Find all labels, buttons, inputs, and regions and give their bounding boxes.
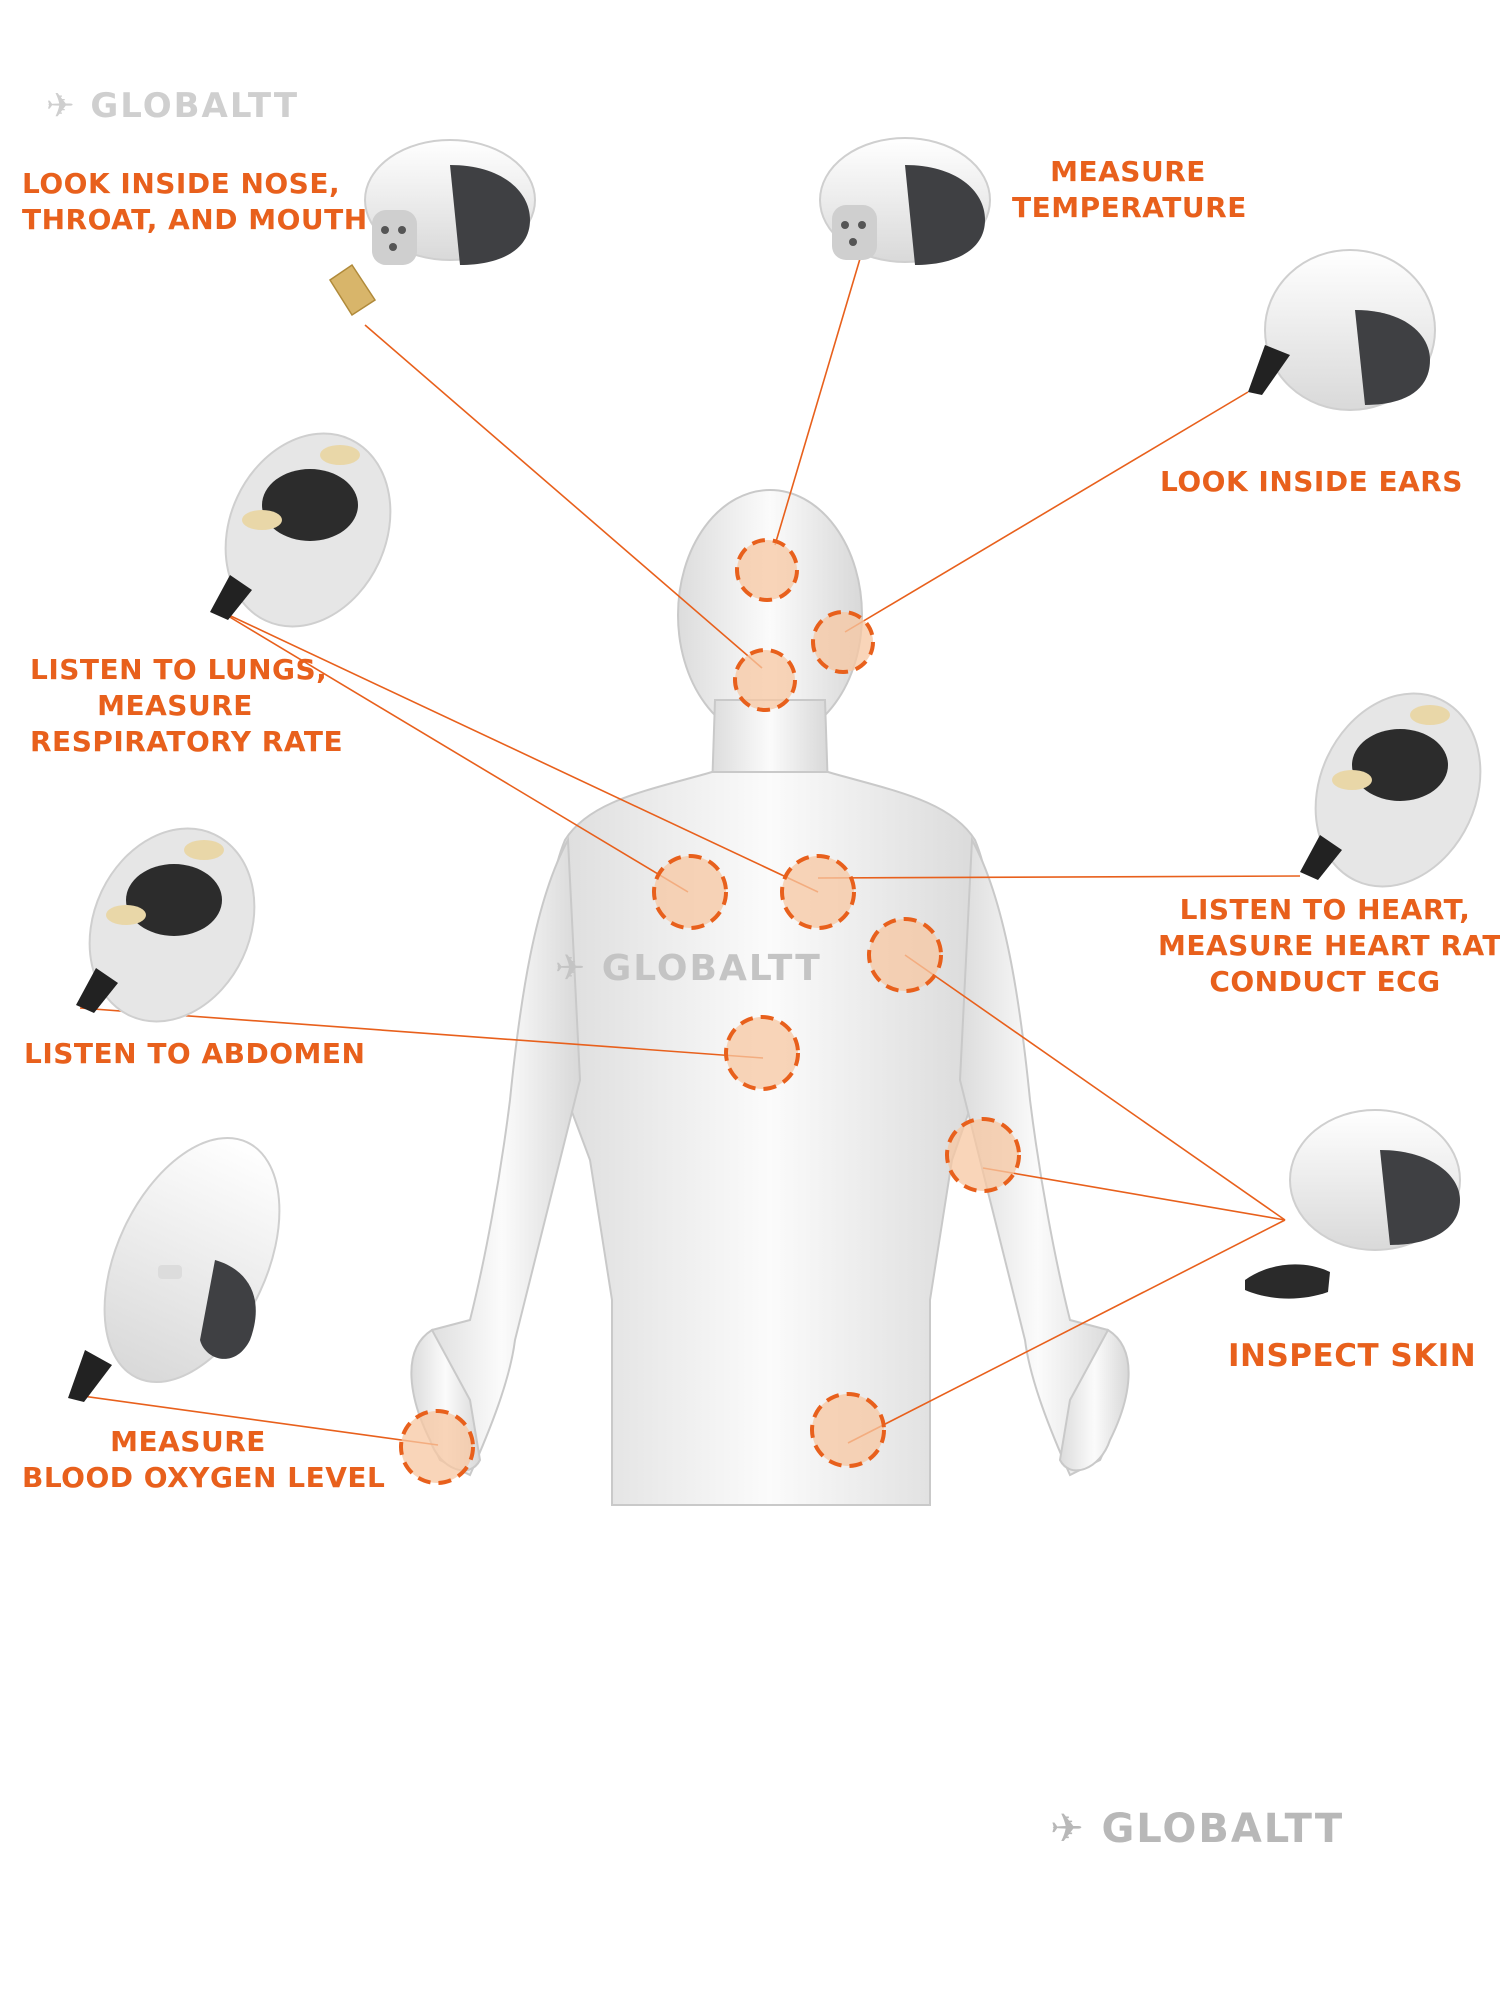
marker-mouth [733, 648, 797, 712]
marker-hand [810, 1392, 886, 1468]
torso [546, 771, 994, 1506]
globe-satellite-icon: ✈ [46, 86, 77, 126]
watermark-bottom-right: ✈ GLOBALTT [1050, 1806, 1344, 1852]
line-nose [364, 324, 763, 669]
device-lungs [210, 432, 392, 628]
watermark-text: GLOBALTT [601, 948, 822, 989]
device-oxygen [68, 1136, 281, 1402]
watermark-top-left: ✈ GLOBALTT [46, 86, 299, 126]
exam-point-markers [399, 538, 1021, 1485]
line-ears [844, 391, 1249, 633]
line-oxygen [74, 1394, 439, 1446]
marker-finger [399, 1409, 475, 1485]
marker-shoulder [867, 917, 943, 993]
watermark-center: ✈ GLOBALTT [555, 948, 822, 989]
device-abdomen [76, 827, 256, 1023]
line-lungs-a [217, 609, 689, 893]
marker-ear [811, 610, 875, 674]
label-blood-oxygen: MEASURE BLOOD OXYGEN LEVEL [22, 1425, 386, 1494]
line-skin-c [847, 1219, 1286, 1444]
line-temperature [774, 251, 863, 546]
globe-satellite-icon: ✈ [555, 948, 588, 989]
line-skin-a [904, 954, 1286, 1221]
marker-heart [780, 854, 856, 930]
label-nose-throat-mouth: LOOK INSIDE NOSE, THROAT, AND MOUTH [22, 167, 368, 236]
label-skin: INSPECT SKIN [1228, 1338, 1477, 1374]
device-skin [1245, 1109, 1461, 1299]
globe-satellite-icon: ✈ [1050, 1806, 1086, 1852]
device-temperature [819, 137, 991, 265]
human-body-figure [410, 489, 1130, 1506]
line-skin-b [982, 1167, 1286, 1221]
marker-lung [652, 854, 728, 930]
device-ear [1248, 249, 1436, 411]
marker-elbow [945, 1117, 1021, 1193]
marker-abdomen [724, 1015, 800, 1091]
watermark-text: GLOBALTT [90, 86, 300, 126]
device-nose-throat [328, 139, 536, 317]
watermark-text: GLOBALTT [1101, 1806, 1345, 1852]
line-lungs-b [217, 609, 819, 893]
label-ears: LOOK INSIDE EARS [1160, 465, 1463, 498]
device-heart [1300, 692, 1482, 888]
label-heart: LISTEN TO HEART, MEASURE HEART RATE, CON… [1158, 893, 1500, 998]
line-heart [817, 875, 1301, 879]
marker-forehead [735, 538, 799, 602]
right-hand [1058, 1328, 1130, 1472]
connector-lines [74, 251, 1301, 1446]
label-temperature: MEASURE TEMPERATURE [1012, 155, 1247, 224]
line-abdomen [79, 1007, 764, 1059]
label-abdomen: LISTEN TO ABDOMEN [24, 1037, 366, 1070]
label-lungs: LISTEN TO LUNGS, MEASURE RESPIRATORY RAT… [30, 653, 344, 758]
